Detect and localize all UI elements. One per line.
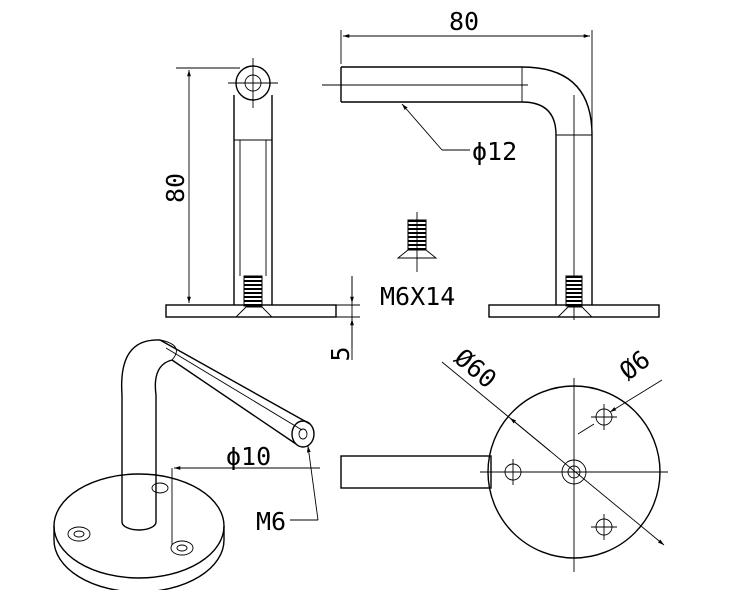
rod-diameter-label: ϕ10 [226,442,271,471]
thread-label: M6 [256,507,286,536]
screw-spec-label: M6X14 [380,282,455,311]
screw-icon [396,212,438,272]
front-view [165,58,337,318]
plate-diameter-label: Ø60 [449,343,502,394]
tube-diameter-label: ϕ12 [472,137,517,166]
base-thickness-dimension-lines [336,276,360,360]
post-height-dimension: 80 [161,173,190,203]
hole-diameter-label: Ø6 [614,345,656,386]
side-view [322,30,660,320]
rail-length-dimension: 80 [449,7,479,36]
top-view [340,361,668,572]
isometric-view [53,339,320,590]
base-thickness-dimension: 5 [326,346,355,361]
